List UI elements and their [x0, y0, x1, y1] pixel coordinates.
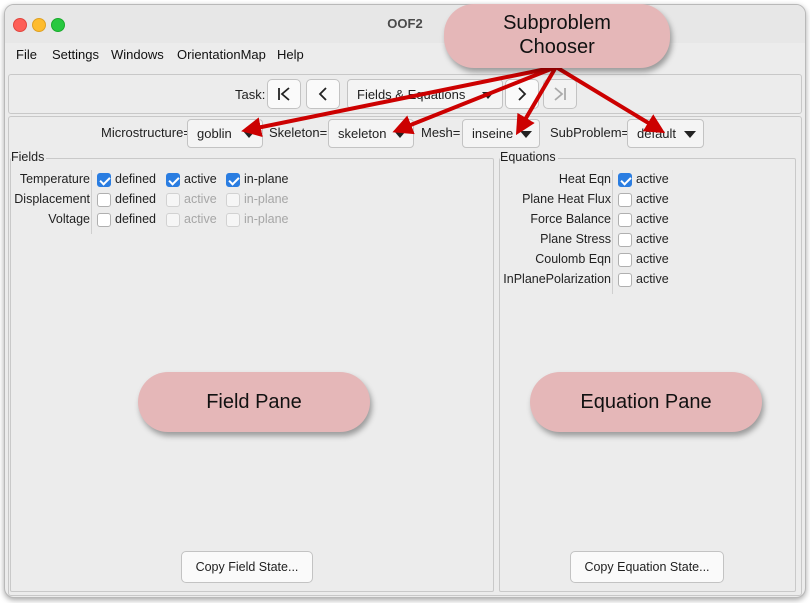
menu-orientationmap[interactable]: OrientationMap — [177, 47, 266, 62]
voltage-defined-checkbox[interactable] — [97, 213, 111, 227]
menu-bar: File Settings Windows OrientationMap Hel… — [5, 43, 805, 67]
temperature-defined-checkbox[interactable] — [97, 173, 111, 187]
equations-column-divider — [612, 170, 613, 294]
temperature-inplane-checkbox[interactable] — [226, 173, 240, 187]
chevron-right-icon — [518, 87, 527, 101]
equations-pane-title: Equations — [500, 150, 558, 164]
heat-eqn-active-label: active — [636, 172, 669, 186]
inplanepolarization-active-label: active — [636, 272, 669, 286]
displacement-inplane-checkbox[interactable] — [226, 193, 240, 207]
callout-line-1: Subproblem — [503, 12, 611, 34]
equations-pane — [499, 158, 796, 592]
plane-heat-flux-active-checkbox[interactable] — [618, 193, 632, 207]
subproblem-label: SubProblem= — [550, 125, 630, 140]
first-task-button[interactable] — [267, 79, 301, 109]
displacement-defined-checkbox[interactable] — [97, 193, 111, 207]
plane-stress-active-label: active — [636, 232, 669, 246]
fields-column-divider — [91, 170, 92, 234]
arrow-to-microstructure — [241, 65, 558, 138]
microstructure-value: goblin — [197, 126, 232, 141]
arrow-to-skeleton — [392, 65, 558, 135]
app-window: OOF2 File Settings Windows OrientationMa… — [4, 4, 806, 598]
equation-name-inplanepolarization: InPlanePolarization — [503, 272, 611, 286]
voltage-defined-label: defined — [115, 212, 157, 226]
copy-equation-state-button[interactable]: Copy Equation State... — [570, 551, 724, 583]
previous-task-button[interactable] — [306, 79, 340, 109]
microstructure-label: Microstructure= — [101, 125, 191, 140]
temperature-active-checkbox[interactable] — [166, 173, 180, 187]
field-name-temperature: Temperature — [19, 172, 90, 186]
field-name-displacement: Displacement — [14, 192, 90, 206]
voltage-inplane-checkbox[interactable] — [226, 213, 240, 227]
chevron-down-icon — [394, 131, 406, 138]
equation-pane-callout: Equation Pane — [530, 372, 762, 432]
menu-settings[interactable]: Settings — [52, 47, 99, 62]
equation-name-plane-stress: Plane Stress — [540, 232, 611, 246]
arrow-to-subproblem — [554, 65, 666, 134]
window-title: OOF2 — [387, 16, 423, 31]
mesh-label: Mesh= — [421, 125, 461, 140]
temperature-defined-label: defined — [115, 172, 157, 186]
voltage-active-checkbox[interactable] — [166, 213, 180, 227]
subproblem-chooser-callout: Subproblem Chooser — [444, 4, 670, 68]
fields-pane — [10, 158, 494, 592]
coulomb-eqn-active-label: active — [636, 252, 669, 266]
callout-line-2: Chooser — [519, 36, 595, 58]
skeleton-value: skeleton — [338, 126, 387, 141]
equation-name-force-balance: Force Balance — [530, 212, 611, 226]
displacement-active-checkbox[interactable] — [166, 193, 180, 207]
displacement-active-label: active — [184, 192, 217, 206]
menu-windows[interactable]: Windows — [111, 47, 164, 62]
minimize-window-button[interactable] — [32, 18, 46, 32]
close-window-button[interactable] — [13, 18, 27, 32]
zoom-window-button[interactable] — [51, 18, 65, 32]
arrow-to-mesh — [515, 65, 558, 136]
menu-file[interactable]: File — [16, 47, 37, 62]
copy-field-state-button[interactable]: Copy Field State... — [181, 551, 313, 583]
skip-last-icon — [554, 87, 566, 101]
skip-first-icon — [278, 87, 290, 101]
skeleton-label: Skeleton= — [269, 125, 328, 140]
temperature-inplane-label: in-plane — [244, 172, 289, 186]
last-task-button[interactable] — [543, 79, 577, 109]
mesh-value: inseine — [472, 126, 514, 141]
equation-name-coulomb-eqn: Coulomb Eqn — [535, 252, 611, 266]
field-pane-callout: Field Pane — [138, 372, 370, 432]
voltage-inplane-label: in-plane — [244, 212, 289, 226]
force-balance-active-label: active — [636, 212, 669, 226]
plane-stress-active-checkbox[interactable] — [618, 233, 632, 247]
equation-name-heat-eqn: Heat Eqn — [558, 172, 611, 186]
task-label: Task: — [235, 87, 266, 102]
chevron-down-icon — [684, 131, 696, 138]
skeleton-selector[interactable]: skeleton — [328, 119, 414, 148]
chevron-left-icon — [318, 87, 327, 101]
heat-eqn-active-checkbox[interactable] — [618, 173, 632, 187]
displacement-inplane-label: in-plane — [244, 192, 289, 206]
temperature-active-label: active — [184, 172, 217, 186]
inplanepolarization-active-checkbox[interactable] — [618, 273, 632, 287]
coulomb-eqn-active-checkbox[interactable] — [618, 253, 632, 267]
equation-name-plane-heat-flux: Plane Heat Flux — [522, 192, 611, 206]
field-name-voltage: Voltage — [48, 212, 90, 226]
fields-pane-title: Fields — [11, 150, 47, 164]
menu-help[interactable]: Help — [277, 47, 304, 62]
subproblem-selector[interactable]: default — [627, 119, 704, 148]
title-bar: OOF2 — [5, 5, 805, 43]
force-balance-active-checkbox[interactable] — [618, 213, 632, 227]
displacement-defined-label: defined — [115, 192, 157, 206]
plane-heat-flux-active-label: active — [636, 192, 669, 206]
voltage-active-label: active — [184, 212, 217, 226]
